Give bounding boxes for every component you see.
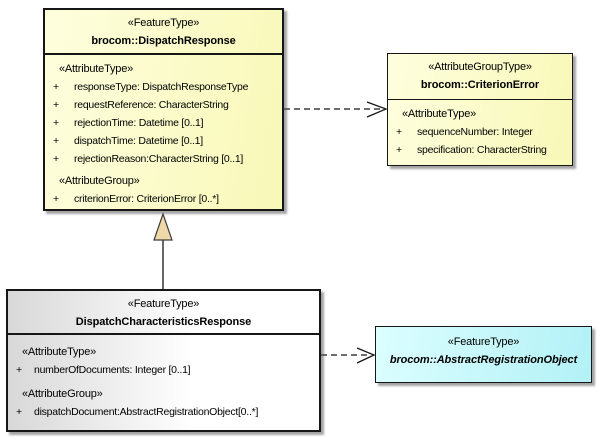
attribute-row[interactable]: + dispatchTime: Datetime [0..1] — [45, 132, 282, 150]
section-stereotype: «AttributeType» — [22, 346, 97, 358]
visibility-marker: + — [16, 406, 23, 418]
attribute-text: numberOfDocuments: Integer [0..1] — [34, 364, 191, 376]
class-header: «FeatureType» brocom::AbstractRegistrati… — [376, 327, 591, 370]
attribute-text: rejectionTime: Datetime [0..1] — [74, 117, 204, 129]
class-brocom-criterion-error[interactable]: «AttributeGroupType» brocom::CriterionEr… — [387, 53, 573, 166]
visibility-marker: + — [53, 99, 60, 111]
attribute-row[interactable]: + criterionError: CriterionError [0..*] — [45, 190, 282, 208]
class-header: «FeatureType» DispatchCharacteristicsRes… — [8, 291, 319, 335]
stereotype-label: «FeatureType» — [127, 298, 200, 310]
attribute-row[interactable]: + responseType: DispatchResponseType — [45, 78, 282, 96]
stereotype-label: «FeatureType» — [447, 336, 520, 348]
attribute-row[interactable]: + dispatchDocument:AbstractRegistrationO… — [8, 403, 319, 421]
attribute-text: dispatchDocument:AbstractRegistrationObj… — [34, 406, 259, 418]
section-stereotype: «AttributeGroup» — [59, 175, 140, 187]
open-arrowhead-icon — [366, 101, 388, 118]
attributes-compartment: «AttributeType» + responseType: Dispatch… — [45, 55, 282, 208]
attribute-row[interactable]: + numberOfDocuments: Integer [0..1] — [8, 361, 319, 379]
class-name: DispatchCharacteristicsResponse — [75, 316, 252, 328]
visibility-marker: + — [53, 117, 60, 129]
visibility-marker: + — [396, 144, 403, 156]
class-brocom-abstract-registration-object[interactable]: «FeatureType» brocom::AbstractRegistrati… — [375, 326, 592, 383]
attributes-compartment: «AttributeType» + sequenceNumber: Intege… — [388, 100, 572, 159]
class-name: brocom::AbstractRegistrationObject — [389, 354, 578, 366]
attribute-text: dispatchTime: Datetime [0..1] — [74, 135, 203, 147]
dependency-arrow-to-abstract-registration-object[interactable] — [321, 347, 376, 364]
attributes-compartment: «AttributeType» + numberOfDocuments: Int… — [8, 335, 319, 421]
stereotype-label: «AttributeGroupType» — [428, 61, 532, 73]
hollow-triangle-icon — [153, 212, 173, 241]
visibility-marker: + — [53, 81, 60, 93]
class-name: brocom::DispatchResponse — [91, 35, 236, 47]
class-name: brocom::CriterionError — [420, 79, 540, 91]
class-dispatch-characteristics-response[interactable]: «FeatureType» DispatchCharacteristicsRes… — [6, 289, 321, 432]
class-header: «FeatureType» brocom::DispatchResponse — [45, 10, 282, 55]
attribute-row[interactable]: + requestReference: CharacterString — [45, 96, 282, 114]
visibility-marker: + — [53, 135, 60, 147]
section-stereotype: «AttributeType» — [402, 108, 477, 120]
visibility-marker: + — [396, 126, 403, 138]
attribute-row[interactable]: + rejectionReason:CharacterString [0..1] — [45, 150, 282, 168]
attribute-row[interactable]: + sequenceNumber: Integer — [388, 123, 572, 141]
section-stereotype: «AttributeGroup» — [22, 388, 103, 400]
attribute-row[interactable]: + rejectionTime: Datetime [0..1] — [45, 114, 282, 132]
section-stereotype: «AttributeType» — [59, 63, 134, 75]
attribute-text: sequenceNumber: Integer — [417, 126, 533, 138]
class-header: «AttributeGroupType» brocom::CriterionEr… — [388, 54, 572, 100]
visibility-marker: + — [53, 153, 60, 165]
attribute-text: criterionError: CriterionError [0..*] — [74, 193, 219, 205]
attribute-text: responseType: DispatchResponseType — [74, 81, 249, 93]
attribute-text: rejectionReason:CharacterString [0..1] — [74, 153, 244, 165]
attribute-row[interactable]: + specification: CharacterString — [388, 141, 572, 159]
attribute-text: requestReference: CharacterString — [74, 99, 229, 111]
open-arrowhead-icon — [356, 347, 376, 364]
class-brocom-dispatch-response[interactable]: «FeatureType» brocom::DispatchResponse «… — [43, 8, 284, 211]
visibility-marker: + — [16, 364, 23, 376]
generalization-arrow-to-dispatch-response[interactable] — [153, 212, 173, 289]
stereotype-label: «FeatureType» — [127, 17, 200, 29]
visibility-marker: + — [53, 193, 60, 205]
dependency-arrow-to-criterion-error[interactable] — [284, 101, 388, 118]
attribute-text: specification: CharacterString — [417, 144, 547, 156]
